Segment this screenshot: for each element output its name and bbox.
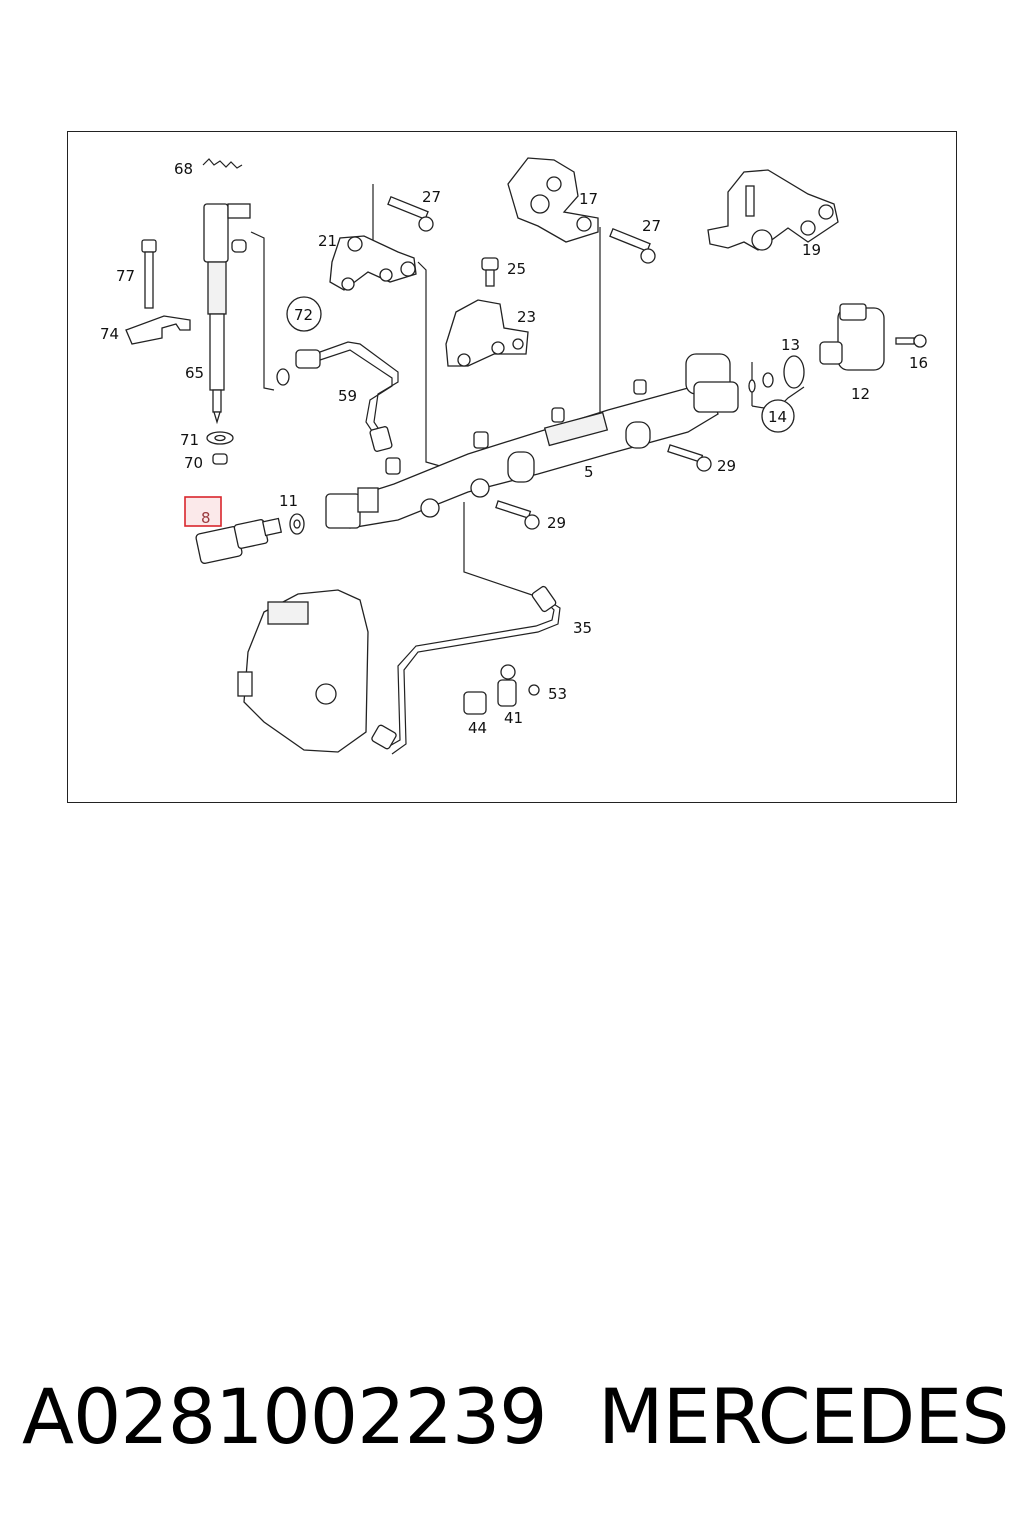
- callout-68: 68: [174, 160, 193, 178]
- o-ring-13-part: [783, 355, 805, 389]
- callout-13: 13: [781, 336, 800, 354]
- callout-72: 72: [294, 306, 313, 324]
- callout-41: 41: [504, 709, 523, 727]
- bolt-77-part: [141, 239, 157, 309]
- callout-70: 70: [184, 454, 203, 472]
- callout-21: 21: [318, 232, 337, 250]
- callout-65: 65: [185, 364, 204, 382]
- callout-27: 27: [422, 188, 441, 206]
- brand-name: MERCEDES: [598, 1372, 1009, 1461]
- callout-16: 16: [909, 354, 928, 372]
- fitting-72-part: [276, 349, 321, 386]
- callout-29: 29: [717, 457, 736, 475]
- callout-17: 17: [579, 190, 598, 208]
- clamp-41-part: [497, 664, 517, 707]
- callout-77: 77: [116, 267, 135, 285]
- seal-14-part-a: [748, 379, 756, 393]
- pipe-59-part: [319, 341, 399, 435]
- callout-12: 12: [851, 385, 870, 403]
- bolt-27-part-a: [387, 195, 434, 232]
- callout-circle-72: [286, 296, 322, 332]
- callout-53: 53: [548, 685, 567, 703]
- callout-71: 71: [180, 431, 199, 449]
- injector-65-part: [203, 203, 251, 425]
- bolt-53-part: [528, 684, 540, 696]
- bracket-23-part: [445, 299, 529, 367]
- callout-27: 27: [642, 217, 661, 235]
- exploded-view-drawing: 68 27 17 27 21 25 19 77 72 23 74 13 16 6…: [100, 157, 928, 755]
- callout-14: 14: [768, 408, 787, 426]
- pressure-sensor-8-part: [195, 517, 283, 564]
- clamp-74-part: [125, 315, 191, 345]
- bracket-19-part: [707, 169, 839, 251]
- bolt-29-part-b: [495, 500, 540, 530]
- callout-11: 11: [279, 492, 298, 510]
- bolt-29-part-a: [667, 444, 712, 472]
- callout-44: 44: [468, 719, 487, 737]
- bolt-25-part: [481, 257, 499, 287]
- fuel-rail-5-part: [325, 353, 739, 529]
- callout-23: 23: [517, 308, 536, 326]
- pressure-valve-12-part: [819, 303, 885, 371]
- bolt-27-part-b: [609, 227, 656, 264]
- high-pressure-pump-part: [237, 589, 369, 753]
- callout-29: 29: [547, 514, 566, 532]
- callout-74: 74: [100, 325, 119, 343]
- callout-25: 25: [507, 260, 526, 278]
- callout-19: 19: [802, 241, 821, 259]
- highlight-box-8: [184, 496, 222, 527]
- seal-14-part-b: [762, 372, 774, 388]
- callout-59: 59: [338, 387, 357, 405]
- clip-68-part: [202, 158, 243, 169]
- callout-circle-14: [761, 399, 795, 433]
- nut-70-part: [212, 453, 228, 465]
- product-caption: A0281002239 MERCEDES: [0, 1372, 1024, 1472]
- bolt-16-part: [895, 334, 927, 348]
- grommet-44-part: [463, 691, 487, 715]
- parts-diagram: 68 27 17 27 21 25 19 77 72 23 74 13 16 6…: [67, 131, 957, 803]
- bracket-17-part: [507, 157, 599, 243]
- pipe-35-part: [391, 593, 561, 755]
- callout-labels: 68 27 17 27 21 25 19 77 72 23 74 13 16 6…: [100, 160, 928, 737]
- callout-8: 8: [201, 509, 211, 527]
- bracket-21-part: [329, 235, 417, 291]
- callout-35: 35: [573, 619, 592, 637]
- callout-5: 5: [584, 463, 594, 481]
- part-number: A0281002239: [22, 1372, 548, 1461]
